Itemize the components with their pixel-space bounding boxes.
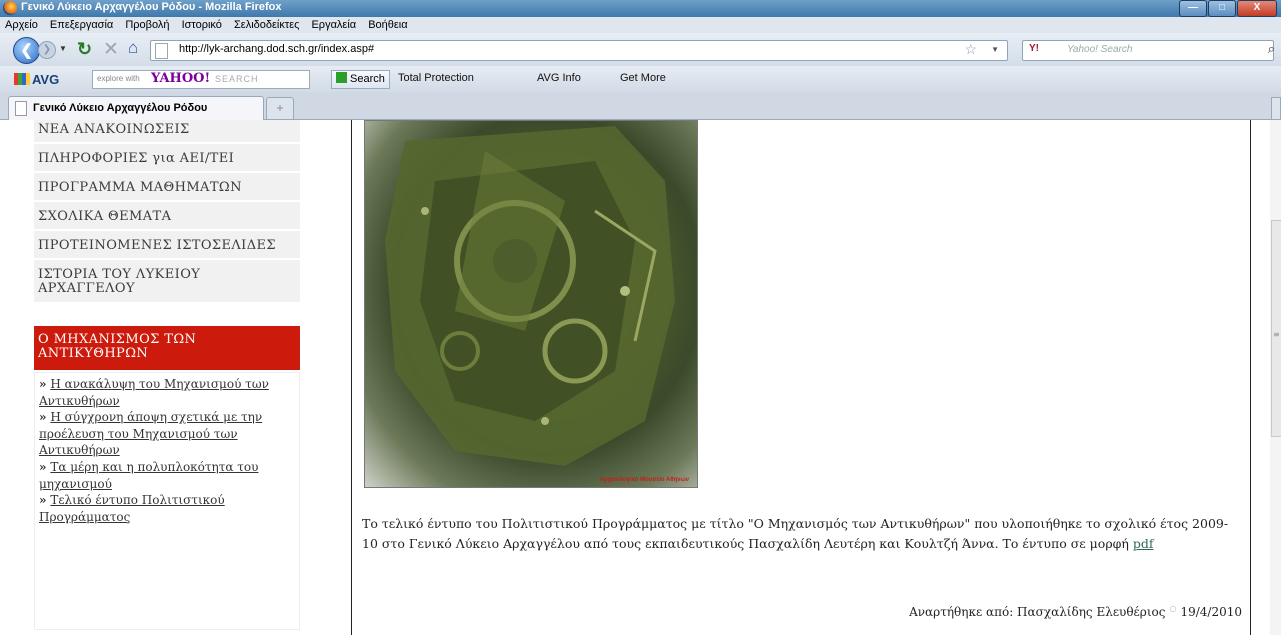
menu-history[interactable]: Ιστορικό [181, 19, 222, 31]
tab-list-button[interactable] [1271, 97, 1281, 120]
search-go-icon [336, 72, 347, 83]
submenu-item: » Τελικό έντυπο Πολιτιστικού Προγράμματο… [39, 492, 295, 525]
submenu-link-final-booklet[interactable]: Τελικό έντυπο Πολιτιστικού Προγράμματος [39, 493, 225, 524]
vertical-scrollbar[interactable]: ≡ [1270, 120, 1281, 635]
avg-logo-icon [14, 73, 30, 85]
window-titlebar: Γενικό Λύκειο Αρχαγγέλου Ρόδου - Mozilla… [0, 0, 1281, 17]
tab-page-icon [15, 101, 27, 116]
menu-help[interactable]: Βοήθεια [368, 19, 408, 31]
search-bar[interactable]: Y! Yahoo! Search ⌕ [1022, 40, 1275, 61]
submenu: » Η ανακάλυψη του Μηχανισμού των Αντικυθ… [34, 372, 300, 630]
mechanism-artwork [385, 126, 675, 466]
scrollbar-grip-icon: ≡ [1273, 330, 1280, 339]
url-text[interactable]: http://lyk-archang.dod.sch.gr/index.asp# [179, 43, 375, 55]
reload-icon[interactable]: ↻ [77, 39, 93, 59]
forward-button[interactable]: ❯ [38, 41, 56, 59]
home-icon[interactable]: ⌂ [128, 38, 139, 57]
posted-date: 19/4/2010 [1180, 605, 1242, 619]
tab-strip: Γενικό Λύκειο Αρχαγγέλου Ρόδου + [0, 92, 1281, 120]
menu-file[interactable]: Αρχείο [5, 19, 38, 31]
submenu-link-discovery[interactable]: Η ανακάλυψη του Μηχανισμού των Αντικυθήρ… [39, 377, 269, 408]
menu-view[interactable]: Προβολή [125, 19, 170, 31]
url-dropdown-icon[interactable]: ▼ [991, 45, 999, 54]
sidebar-item-suggested-sites[interactable]: ΠΡΟΤΕΙΝΟΜΕΝΕΣ ΙΣΤΟΣΕΛΙΔΕΣ [34, 231, 300, 260]
posted-by-author: Αναρτήθηκε από: Πασχαλίδης Ελευθέριος [909, 605, 1166, 619]
menu-tools[interactable]: Εργαλεία [311, 19, 357, 31]
minimize-button[interactable]: — [1179, 0, 1207, 17]
url-bar[interactable]: http://lyk-archang.dod.sch.gr/index.asp#… [150, 40, 1008, 61]
menu-edit[interactable]: Επεξεργασία [49, 19, 114, 31]
search-button-label: Search [350, 73, 385, 85]
scrollbar-thumb[interactable] [1271, 220, 1281, 437]
tab-active[interactable]: Γενικό Λύκειο Αρχαγγέλου Ρόδου [8, 96, 264, 120]
back-button[interactable]: ❮ [13, 37, 40, 64]
paragraph-text: Το τελικό έντυπο του Πολιτιστικού Προγρά… [362, 516, 1229, 551]
avg-brand-label: AVG [32, 72, 60, 87]
sidebar-item-announcements[interactable]: ΝΕΑ ΑΝΑΚΟΙΝΩΣΕΙΣ [34, 120, 300, 144]
stop-icon[interactable]: ✕ [103, 39, 119, 60]
sidebar-item-university-info[interactable]: ΠΛΗΡΟΦΟΡΙΕΣ για ΑΕΙ/ΤΕΙ [34, 144, 300, 173]
avg-info-button[interactable]: AVG Info [537, 72, 581, 84]
window-title: Γενικό Λύκειο Αρχαγγέλου Ρόδου - Mozilla… [21, 1, 282, 13]
separator-icon: ○ [1169, 604, 1177, 613]
submenu-link-origin[interactable]: Η σύγχρονη άποψη σχετικά με την προέλευσ… [39, 410, 263, 458]
bullet-icon: » [39, 459, 47, 474]
page-icon [155, 43, 168, 59]
pdf-link[interactable]: pdf [1132, 536, 1154, 551]
maximize-button[interactable]: □ [1208, 0, 1236, 17]
bookmark-star-icon[interactable]: ☆ [964, 41, 977, 57]
sidebar-item-timetable[interactable]: ΠΡΟΓΡΑΜΜΑ ΜΑΘΗΜΑΤΩΝ [34, 173, 300, 202]
avg-logo[interactable]: AVG [14, 72, 59, 87]
article-paragraph: Το τελικό έντυπο του Πολιτιστικού Προγρά… [362, 514, 1242, 554]
search-icon[interactable]: ⌕ [1267, 41, 1275, 56]
search-placeholder: Yahoo! Search [1067, 44, 1133, 55]
close-button[interactable]: X [1237, 0, 1277, 17]
sidebar-item-school-topics[interactable]: ΣΧΟΛΙΚΑ ΘΕΜΑΤΑ [34, 202, 300, 231]
submenu-item: » Η σύγχρονη άποψη σχετικά με την προέλε… [39, 409, 295, 459]
window-controls: — □ X [1178, 0, 1277, 17]
bullet-icon: » [39, 410, 47, 425]
avg-search-field[interactable]: explore with YAHOO! SEARCH [92, 70, 310, 89]
sidebar-menu: ΝΕΑ ΑΝΑΚΟΙΝΩΣΕΙΣ ΠΛΗΡΟΦΟΡΙΕΣ για ΑΕΙ/ΤΕΙ… [34, 120, 300, 635]
avg-search-button[interactable]: Search [331, 70, 390, 89]
submenu-item: » Η ανακάλυψη του Μηχανισμού των Αντικυθ… [39, 376, 295, 409]
submenu-item: » Τα μέρη και η πολυπλοκότητα του μηχανι… [39, 459, 295, 492]
tab-label: Γενικό Λύκειο Αρχαγγέλου Ρόδου [33, 102, 208, 114]
new-tab-button[interactable]: + [266, 97, 294, 120]
yahoo-logo: YAHOO! [151, 71, 211, 86]
image-caption: Αρχαιολογικό Μουσείο Αθηνών [599, 477, 689, 483]
sidebar-item-school-history[interactable]: ΙΣΤΟΡΙΑ ΤΟΥ ΛΥΚΕΙΟΥ ΑΡΧΑΓΓΕΛΟΥ [34, 260, 300, 304]
bullet-icon: » [39, 377, 47, 391]
menu-bar: Αρχείο Επεξεργασία Προβολή Ιστορικό Σελι… [0, 17, 1281, 33]
antikythera-mechanism-photo: Αρχαιολογικό Μουσείο Αθηνών [364, 120, 698, 488]
submenu-link-parts[interactable]: Τα μέρη και η πολυπλοκότητα του μηχανισμ… [39, 459, 259, 491]
search-field-label: SEARCH [215, 74, 259, 84]
firefox-icon [3, 1, 17, 15]
total-protection-button[interactable]: Total Protection [398, 72, 474, 84]
bullet-icon: » [39, 493, 47, 508]
main-article: Αρχαιολογικό Μουσείο Αθηνών Το τελικό έν… [351, 120, 1251, 635]
navigation-toolbar: ❮ ❯ ▼ ↻ ✕ ⌂ http://lyk-archang.dod.sch.g… [0, 33, 1281, 66]
avg-toolbar: AVG explore with YAHOO! SEARCH Search To… [0, 66, 1281, 92]
posted-by-line: Αναρτήθηκε από: Πασχαλίδης Ελευθέριος○19… [909, 604, 1242, 619]
get-more-button[interactable]: Get More [620, 72, 666, 84]
yahoo-engine-icon[interactable]: Y! [1029, 43, 1039, 54]
explore-label: explore with [97, 74, 140, 83]
sidebar-item-antikythera[interactable]: Ο ΜΗΧΑΝΙΣΜΟΣ ΤΩΝ ΑΝΤΙΚΥΘΗΡΩΝ [34, 326, 300, 372]
menu-bookmarks[interactable]: Σελιδοδείκτες [233, 19, 300, 31]
history-dropdown-icon[interactable]: ▼ [59, 44, 67, 53]
page-content: ΝΕΑ ΑΝΑΚΟΙΝΩΣΕΙΣ ΠΛΗΡΟΦΟΡΙΕΣ για ΑΕΙ/ΤΕΙ… [0, 120, 1281, 635]
